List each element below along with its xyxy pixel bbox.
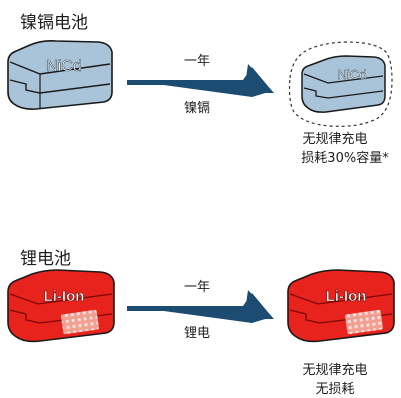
nicd-arrow-icon (127, 64, 274, 97)
liion-heading: 锂电池 (20, 249, 71, 269)
liion-arrow-label-top: 一年 (184, 280, 211, 295)
liion-result-line2: 无损耗 (315, 382, 355, 397)
nicd-battery-before-label: NiCd (46, 58, 82, 75)
liion-battery-before-label: Li-Ion (44, 288, 85, 305)
liion-battery-after-label: Li-Ion (326, 288, 367, 305)
nicd-arrow-label-bottom: 镍镉 (184, 101, 211, 116)
liion-arrow-icon (127, 290, 274, 323)
nicd-arrow-label-top: 一年 (184, 54, 211, 69)
liion-arrow-label-bottom: 锂电 (184, 326, 211, 341)
liion-battery-before-icon: Li-Ion (7, 269, 115, 343)
nicd-heading: 镍镉电池 (20, 13, 88, 33)
nicd-battery-before-icon: NiCd (7, 40, 113, 110)
nicd-result-line1: 无规律充电 (302, 132, 368, 147)
liion-battery-after-icon: Li-Ion (287, 269, 395, 343)
nicd-result-line2: 损耗30%容量* (301, 151, 389, 166)
liion-result-line1: 无规律充电 (302, 363, 368, 378)
nicd-battery-after-icon: NiCd (288, 41, 393, 127)
nicd-battery-after-label: NiCd (338, 67, 367, 82)
